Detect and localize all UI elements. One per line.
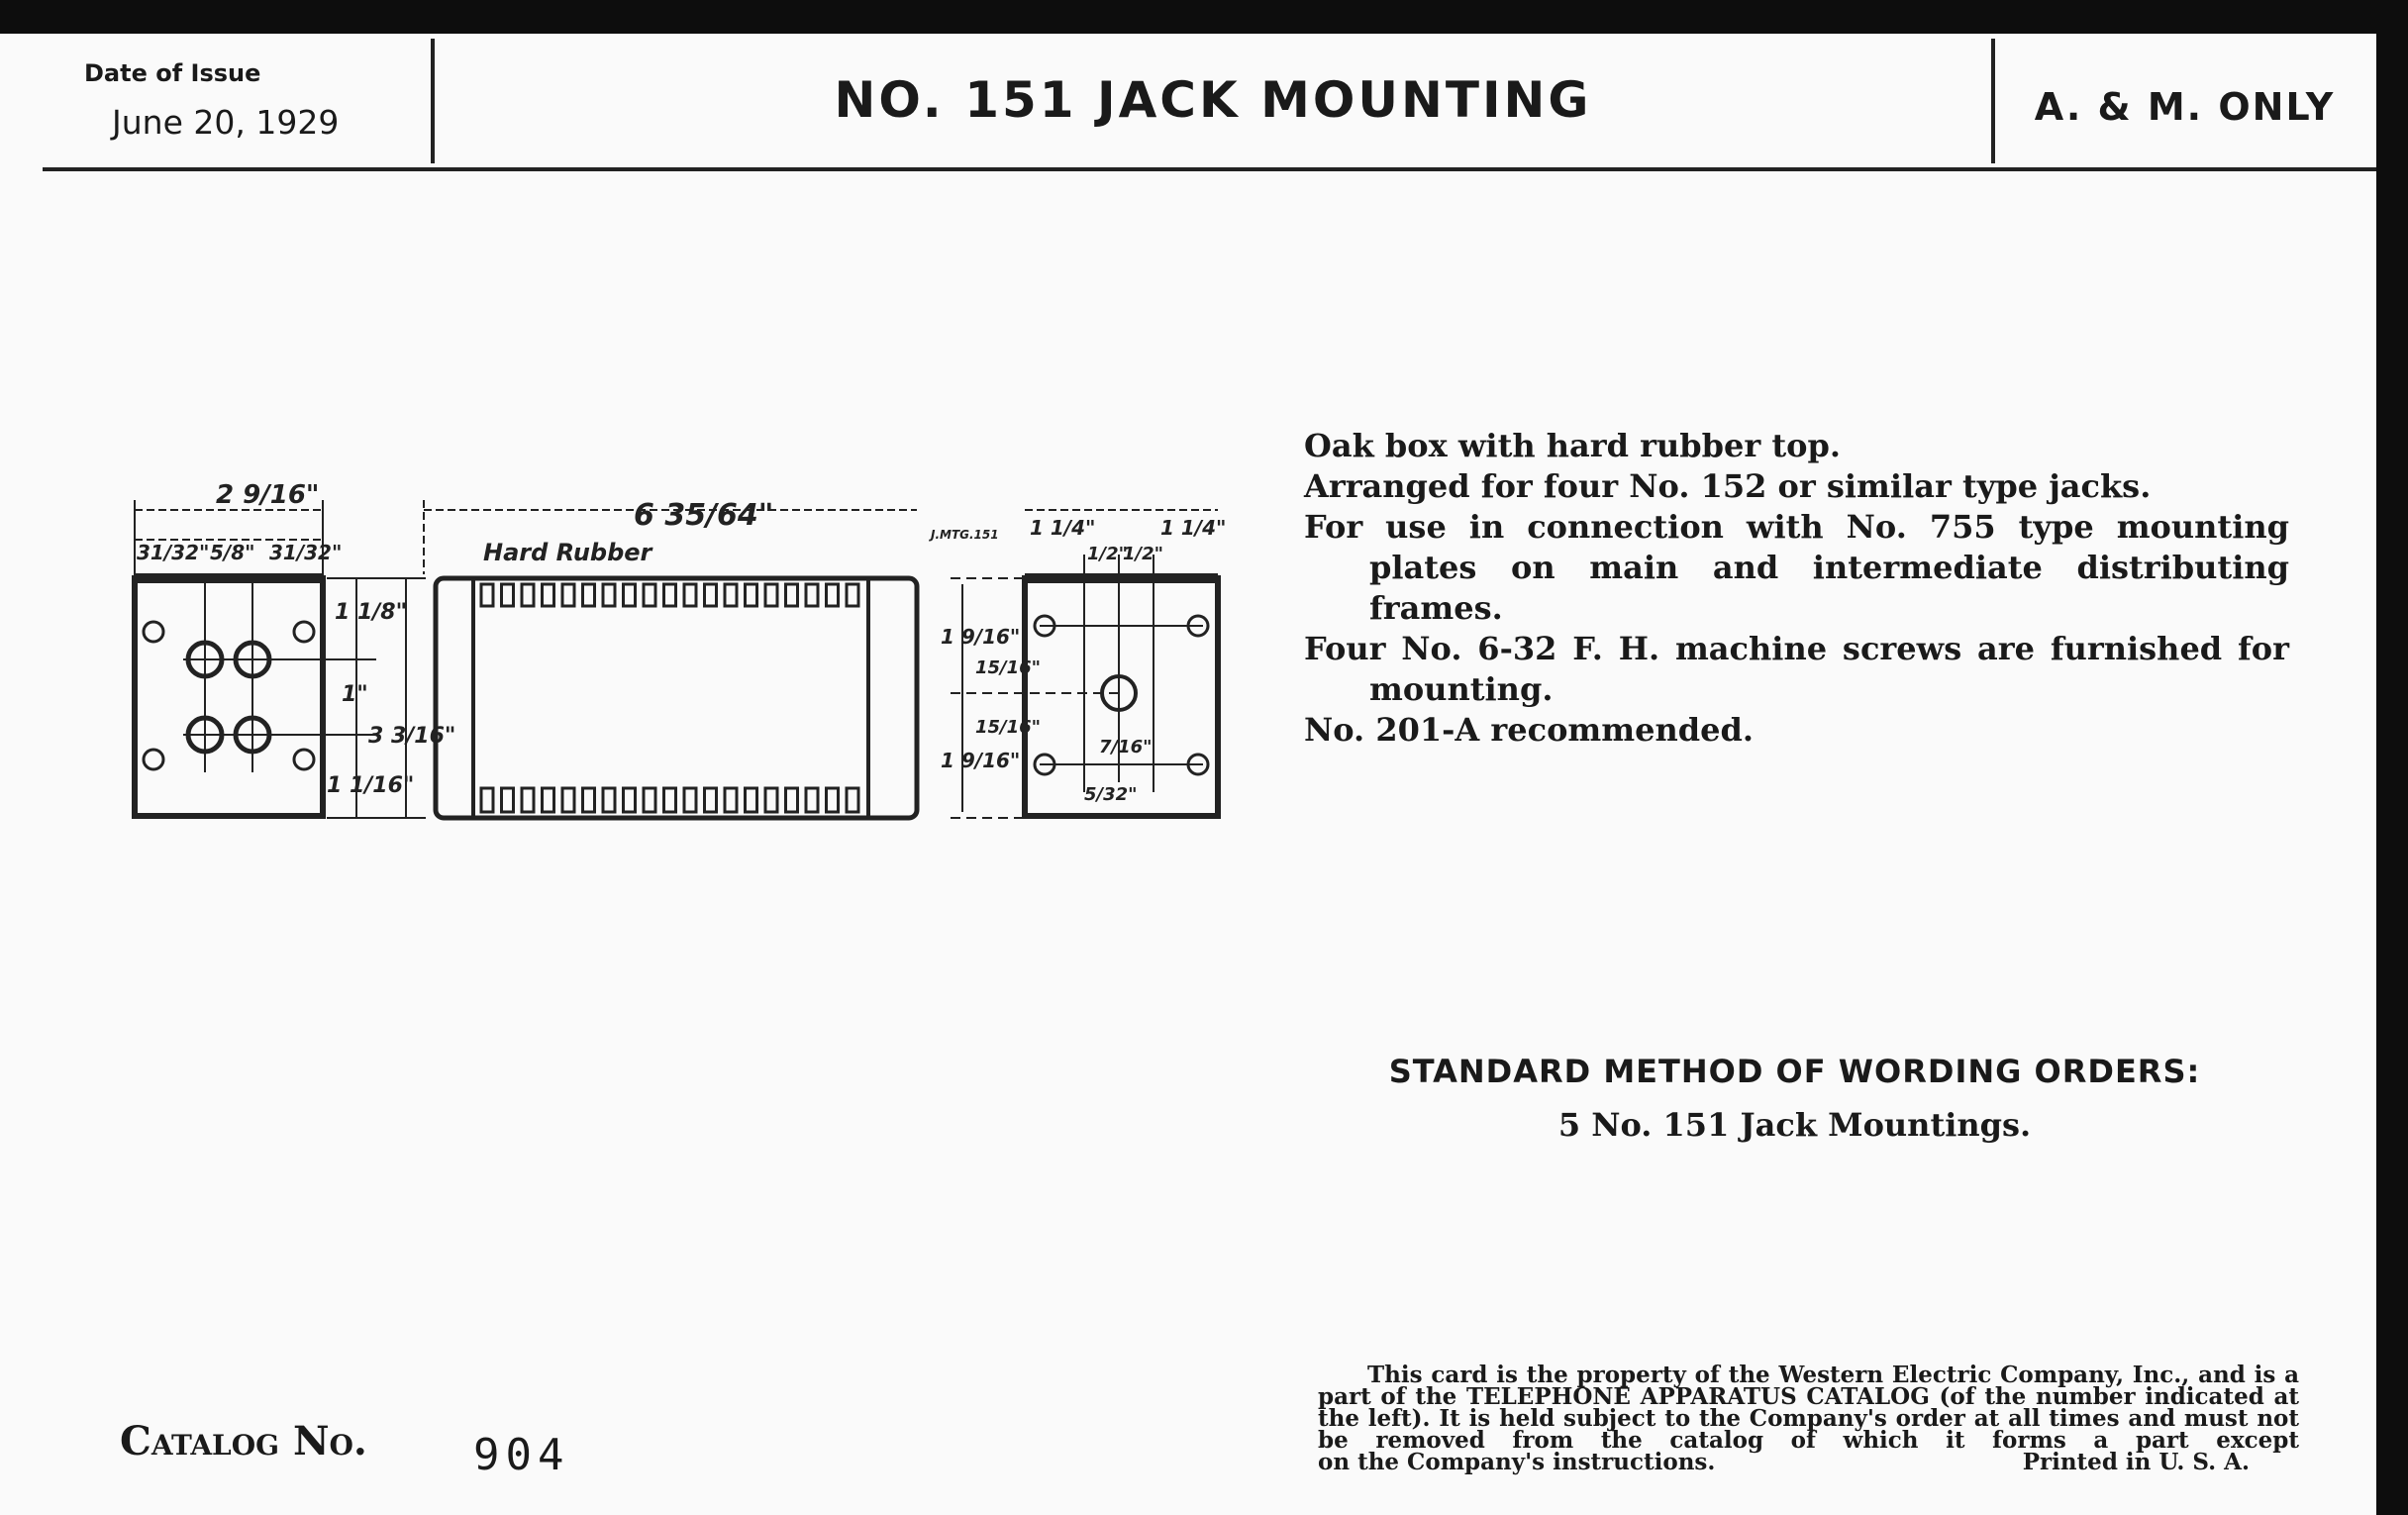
dim-hole-diameter: 7/16" <box>1099 737 1153 758</box>
dim-bottom-offset: 1 1/16" <box>327 773 414 798</box>
ordering-heading: STANDARD METHOD OF WORDING ORDERS: <box>1388 1053 2201 1090</box>
comb-tooth <box>825 582 840 608</box>
end-view-outline <box>1022 575 1221 819</box>
description-line: For use in connection with No. 755 type … <box>1304 508 2289 627</box>
comb-tooth <box>703 786 718 814</box>
scan-border-top <box>0 0 2408 34</box>
page-title: NO. 151 JACK MOUNTING <box>834 71 1592 129</box>
comb-tooth <box>845 786 860 814</box>
comb-tooth <box>723 582 739 608</box>
comb-tooth <box>763 582 779 608</box>
comb-tooth <box>560 582 576 608</box>
material-label: Hard Rubber <box>483 539 654 566</box>
dim-screw-top: 1 9/16" <box>941 625 1020 649</box>
comb-tooth <box>784 582 799 608</box>
scope-label: A. & M. ONLY <box>2034 85 2336 129</box>
comb-tooth <box>744 582 758 608</box>
notice-text: This card is the property of the Western… <box>1318 1362 2299 1454</box>
description-line: Arranged for four No. 152 or similar typ… <box>1304 467 2152 505</box>
header-divider <box>1991 39 1995 163</box>
dim-length: 6 35/64" <box>634 498 773 533</box>
dim-center-upper: 15/16" <box>975 657 1041 678</box>
dim-hole-offset: 5/32" <box>1084 784 1138 805</box>
side-view-outline <box>433 575 920 821</box>
comb-tooth <box>581 582 596 608</box>
comb-tooth <box>581 786 596 814</box>
comb-tooth <box>500 786 515 814</box>
description-line: Oak box with hard rubber top. <box>1304 427 1841 464</box>
dim-screw-bottom: 1 9/16" <box>941 749 1020 772</box>
top-view-outline <box>132 575 326 819</box>
comb-tooth <box>642 582 657 608</box>
dim-jack-pitch: 1" <box>342 682 368 707</box>
dim-center-lower: 15/16" <box>975 717 1041 738</box>
ordering-example: 5 No. 151 Jack Mountings. <box>1557 1106 2032 1144</box>
dim-top-offset: 1 1/8" <box>335 600 407 625</box>
comb-tooth <box>601 582 617 608</box>
description-line: No. 201-A recommended. <box>1304 711 1754 749</box>
property-notice: This card is the property of the Western… <box>1318 1364 2299 1473</box>
header-rule <box>43 167 2376 171</box>
scan-border-right <box>2376 0 2408 1515</box>
dim-jack-spacing: 5/8" <box>210 541 255 564</box>
comb-tooth <box>784 786 799 814</box>
comb-tooth <box>520 582 536 608</box>
comb-tooth <box>763 786 779 814</box>
comb-tooth <box>601 786 617 814</box>
comb-tooth <box>541 582 555 608</box>
screw-icon <box>1033 614 1210 776</box>
comb-tooth <box>520 786 536 814</box>
comb-tooth <box>541 786 555 814</box>
comb-tooth <box>662 582 677 608</box>
product-description: Oak box with hard rubber top. Arranged f… <box>1304 426 2289 751</box>
dim-height: 3 3/16" <box>368 724 455 749</box>
comb-tooth <box>500 582 515 608</box>
date-of-issue-label: Date of Issue <box>84 59 261 87</box>
comb-tooth <box>825 786 840 814</box>
comb-tooth <box>479 786 495 814</box>
date-of-issue-value: June 20, 1929 <box>112 103 340 142</box>
catalog-number: 904 <box>473 1430 570 1480</box>
comb-tooth <box>560 786 576 814</box>
comb-tooth <box>744 786 758 814</box>
comb-tooth <box>622 582 637 608</box>
mounting-hole <box>1100 674 1138 712</box>
dim-end-left: 1 1/4" <box>1030 516 1095 540</box>
drawing-id: J.MTG.151 <box>929 528 999 542</box>
dim-end-half-a: 1/2" <box>1087 544 1128 564</box>
dim-side-margin-left: 31/32" <box>137 541 209 564</box>
header-divider <box>431 39 435 163</box>
dim-overall-width: 2 9/16" <box>216 480 319 510</box>
dim-end-right: 1 1/4" <box>1160 516 1226 540</box>
comb-tooth <box>682 786 698 814</box>
comb-tooth <box>479 582 495 608</box>
comb-tooth <box>622 786 637 814</box>
printed-in: Printed in U. S. A. <box>2022 1449 2250 1475</box>
comb-tooth <box>642 786 657 814</box>
dim-side-margin-right: 31/32" <box>269 541 342 564</box>
comb-tooth <box>703 582 718 608</box>
description-line: Four No. 6-32 F. H. machine screws are f… <box>1304 630 2289 708</box>
comb-tooth <box>662 786 677 814</box>
comb-tooth <box>804 582 820 608</box>
screw-icon <box>142 620 316 771</box>
comb-tooth <box>845 582 860 608</box>
notice-end: on the Company's instructions. <box>1318 1449 1716 1475</box>
comb-tooth <box>723 786 739 814</box>
comb-tooth <box>682 582 698 608</box>
comb-tooth <box>804 786 820 814</box>
catalog-number-label: Catalog No. <box>120 1418 367 1464</box>
dim-end-half-b: 1/2" <box>1123 544 1163 564</box>
